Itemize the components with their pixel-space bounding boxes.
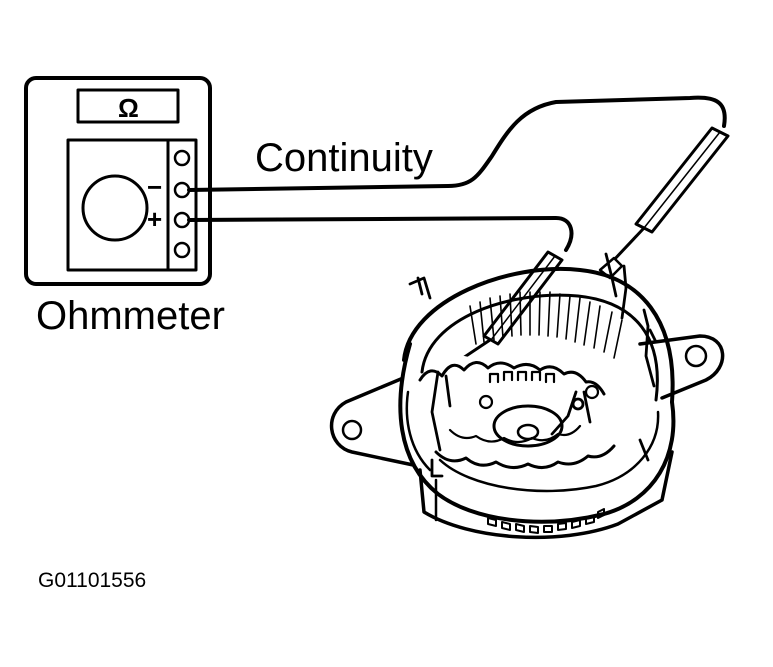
negative-lead-wire bbox=[187, 95, 727, 192]
terminal-minus-label: − bbox=[147, 172, 163, 202]
continuity-label: Continuity bbox=[255, 136, 433, 180]
winding-bottom bbox=[434, 444, 616, 469]
mounting-ear-left bbox=[329, 374, 420, 468]
mounting-ear-right bbox=[638, 334, 725, 400]
probe-negative bbox=[598, 126, 730, 280]
figure-code: G01101556 bbox=[38, 569, 147, 592]
winding-top bbox=[418, 361, 606, 396]
alternator-stator bbox=[329, 252, 725, 540]
stator-teeth bbox=[469, 291, 623, 359]
inner-windings bbox=[478, 370, 600, 410]
housing-slots bbox=[487, 508, 605, 534]
ohmmeter-display bbox=[76, 88, 180, 124]
stator-hub bbox=[492, 404, 564, 448]
positive-lead-wire bbox=[187, 216, 574, 252]
ohmmeter bbox=[24, 76, 212, 286]
terminal-plus-label: + bbox=[147, 204, 163, 234]
ohmmeter-label: Ohmmeter bbox=[36, 294, 225, 338]
ohmmeter-jack-1 bbox=[173, 149, 191, 167]
ohmmeter-jack-4 bbox=[173, 241, 191, 259]
ohm-symbol: Ω bbox=[118, 93, 139, 123]
ohmmeter-body bbox=[24, 76, 212, 286]
ohmmeter-dial bbox=[81, 174, 149, 242]
stator-leads bbox=[408, 252, 658, 478]
ohmmeter-panel bbox=[66, 138, 198, 272]
housing-upper bbox=[402, 267, 675, 404]
test-leads bbox=[187, 95, 727, 252]
